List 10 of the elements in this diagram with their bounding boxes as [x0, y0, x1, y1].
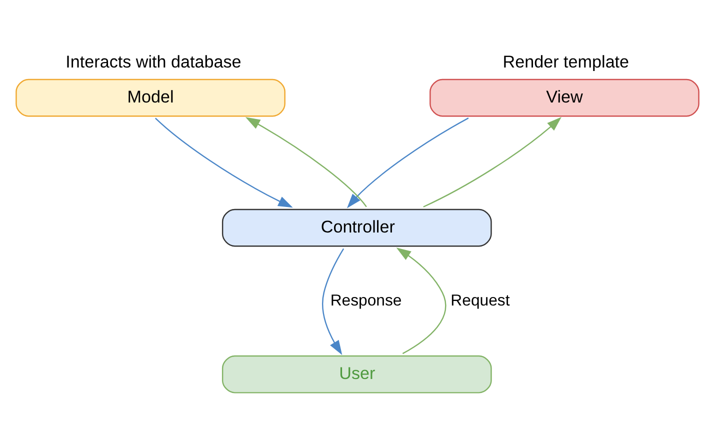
arrow	[423, 116, 562, 208]
arrow	[322, 248, 344, 356]
node-label: Interacts with database	[66, 52, 242, 72]
arrow	[396, 248, 446, 354]
edge-label: Request	[450, 292, 510, 310]
arrow	[154, 118, 293, 208]
arrow	[245, 117, 367, 208]
node-label: Render template	[502, 52, 630, 72]
edge-label: Response	[330, 292, 402, 310]
arrow	[346, 118, 469, 208]
